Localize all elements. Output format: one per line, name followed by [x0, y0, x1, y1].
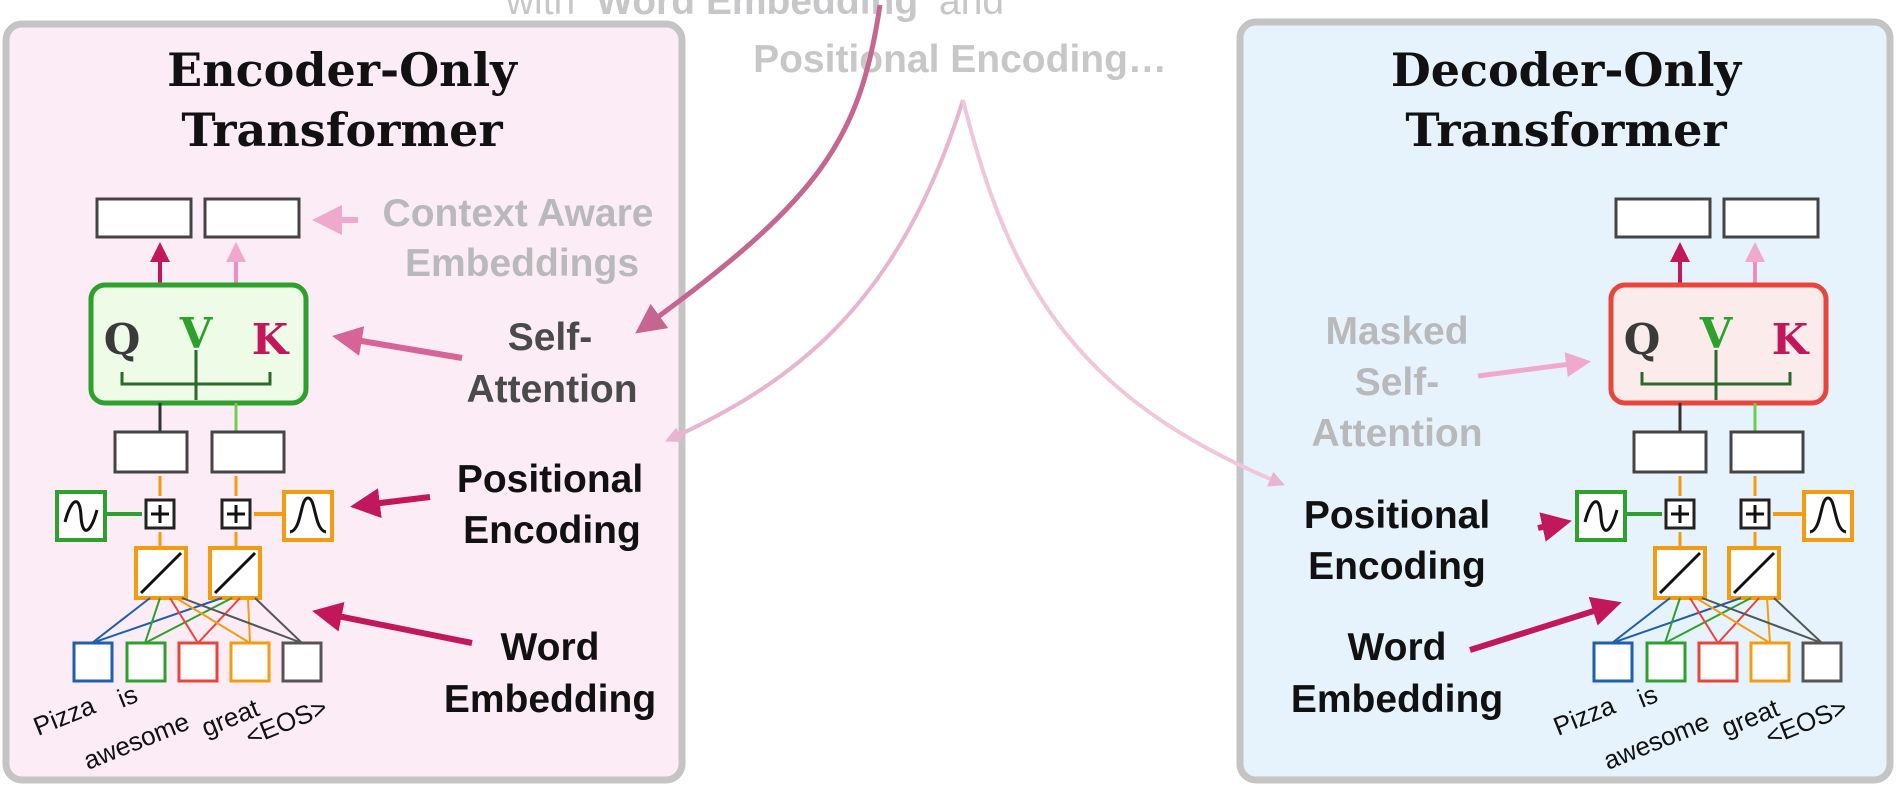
decoder-plus-sign-2	[1746, 505, 1764, 523]
encoder-self-attention-line1: Self-	[508, 316, 593, 359]
decoder-token-box-1	[1592, 641, 1634, 683]
decoder-sine-wave	[1583, 500, 1619, 532]
top-caption-line1: with Word Embedding and	[505, 0, 1004, 23]
encoder-sine-wave	[63, 500, 99, 532]
encoder-token-box-1	[72, 641, 114, 683]
decoder-masked-arrow	[1477, 352, 1591, 379]
decoder-masked-line2: Self-	[1355, 361, 1440, 404]
caption-arrow-to-positional-encoder	[665, 99, 965, 442]
decoder-title-line1: Decoder-Only	[1391, 43, 1743, 97]
encoder-title-line1: Encoder-Only	[167, 43, 518, 97]
decoder-embedding-line-2	[1732, 551, 1776, 595]
encoder-positional-line1: Positional	[457, 458, 643, 501]
encoder-hidden-box-2	[210, 430, 286, 474]
encoder-word-embedding-arrow	[312, 602, 473, 646]
encoder-v-letter: V	[179, 309, 214, 358]
top-caption-bold: Word Embedding	[596, 0, 918, 23]
decoder-embedding-connections	[1611, 597, 1823, 644]
decoder-masked-line3: Attention	[1311, 412, 1482, 455]
encoder-token-box-5	[281, 641, 323, 683]
encoder-output-box-1	[95, 197, 193, 239]
encoder-plus-sign-2	[227, 505, 245, 523]
decoder-hidden-box-1	[1632, 430, 1708, 474]
encoder-embedding-connections	[91, 597, 303, 644]
decoder-positional-arrow	[1537, 512, 1572, 542]
encoder-word-embedding-line2: Embedding	[444, 678, 656, 721]
decoder-bell-curve	[1809, 496, 1847, 534]
decoder-q-letter: Q	[1624, 315, 1661, 364]
encoder-self-attention-line2: Attention	[466, 368, 637, 411]
decoder-masked-line1: Masked	[1325, 310, 1468, 353]
decoder-title-line2: Transformer	[1405, 103, 1727, 157]
encoder-self-attention-arrow	[332, 326, 463, 361]
top-caption-line2: Positional Encoding…	[753, 38, 1167, 81]
decoder-output-box-2	[1722, 197, 1820, 239]
decoder-positional-line1: Positional	[1304, 494, 1490, 537]
encoder-k-letter: K	[252, 315, 290, 364]
context-aware-line2: Embeddings	[405, 242, 639, 285]
decoder-embedding-line-1	[1658, 551, 1702, 595]
encoder-embedding-line-2	[213, 551, 257, 595]
top-caption-suffix: and	[939, 0, 1004, 23]
top-caption-prefix: with	[505, 0, 575, 23]
decoder-v-letter: V	[1699, 309, 1734, 358]
decoder-attention-bracket	[1640, 350, 1792, 400]
decoder-word-embedding-arrow	[1469, 596, 1622, 653]
encoder-plus-sign-1	[151, 505, 169, 523]
encoder-token-box-3	[177, 641, 219, 683]
encoder-token-box-2	[125, 641, 167, 683]
encoder-title-line2: Transformer	[181, 103, 503, 157]
encoder-self-attention-box	[88, 282, 309, 406]
encoder-embedding-line-1	[139, 551, 183, 595]
encoder-word-embedding-line1: Word	[501, 626, 600, 669]
caption-arrow-to-positional-decoder	[961, 99, 1285, 487]
decoder-masked-attention-box	[1608, 282, 1829, 406]
encoder-attention-bracket	[120, 350, 272, 400]
encoder-hidden-box-1	[113, 430, 189, 474]
decoder-positional-line2: Encoding	[1308, 545, 1486, 588]
decoder-plus-sign-1	[1671, 505, 1689, 523]
encoder-token-box-4	[229, 641, 271, 683]
decoder-word-embedding-line2: Embedding	[1291, 678, 1503, 721]
encoder-bell-curve	[289, 496, 327, 534]
encoder-positional-arrow	[350, 488, 431, 518]
decoder-token-box-5	[1801, 641, 1843, 683]
decoder-output-box-1	[1614, 197, 1712, 239]
encoder-q-letter: Q	[104, 315, 141, 364]
caption-arrow-to-self-attention	[635, 4, 883, 334]
decoder-hidden-box-2	[1729, 430, 1805, 474]
context-aware-line1: Context Aware	[383, 192, 654, 235]
decoder-token-box-2	[1645, 641, 1687, 683]
decoder-word-embedding-line1: Word	[1348, 626, 1447, 669]
decoder-token-box-3	[1697, 641, 1739, 683]
encoder-output-box-2	[203, 197, 301, 239]
encoder-positional-line2: Encoding	[463, 509, 641, 552]
decoder-k-letter: K	[1772, 315, 1810, 364]
decoder-token-box-4	[1749, 641, 1791, 683]
